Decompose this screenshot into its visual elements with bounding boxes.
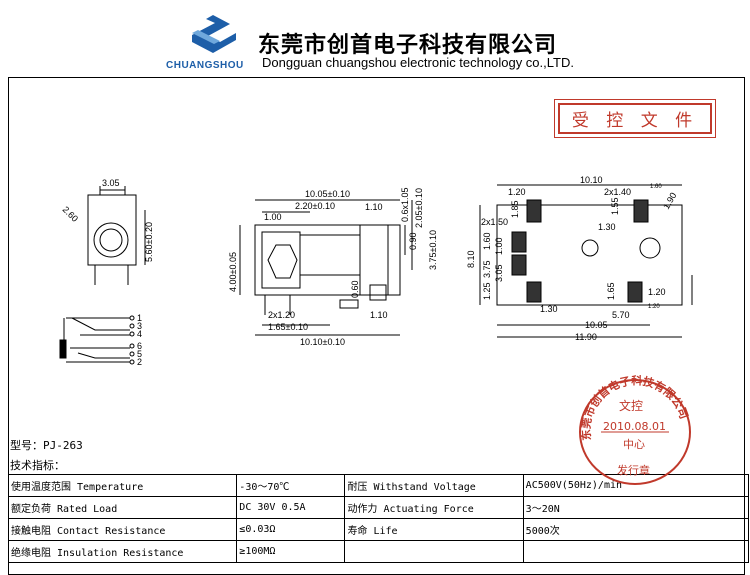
dim-right-h-total: 8.10 [466, 250, 476, 268]
company-logo: CHUANGSHOU [166, 12, 258, 74]
dim-right-b4: 11.90 [575, 332, 597, 342]
spec-title: 技术指标： [10, 459, 65, 472]
seal-date: 2010.08.01 [603, 420, 666, 433]
dim-right-h5: 1.25 [482, 282, 492, 300]
dim-mid-left-h: 4.00±0.05 [228, 252, 238, 292]
spec-value: ≥100MΩ [236, 540, 346, 563]
dim-right-r1: 1.65 [606, 282, 616, 300]
seal-center: 中心 [623, 438, 645, 451]
dim-right-l1: 1.85 [510, 200, 520, 218]
dim-right-d1: 1.90 [661, 191, 678, 211]
spec-key: 使用温度范围 Temperature [7, 474, 238, 497]
seal-bottom: 发行章 [617, 463, 650, 477]
dim-right-h4: 1.00 [494, 237, 504, 255]
dim-right-l3: 2x1.50 [481, 217, 508, 227]
dim-mid-right-a: 0.6x1.05 [400, 187, 410, 222]
company-name-en: Dongguan chuangshou electronic technolog… [262, 55, 574, 70]
company-name-cn: 东莞市创首电子科技有限公司 [258, 33, 558, 58]
spec-value: DC 30V 0.5A [236, 496, 346, 519]
spec-value: -30～70℃ [236, 474, 346, 497]
pin-label: 3 [137, 321, 142, 331]
dim-mid-top-total: 10.05±0.10 [305, 189, 350, 199]
jack-hole [93, 222, 129, 258]
seal-top: 文控 [619, 398, 643, 413]
spec-value: 5000次 [522, 518, 750, 541]
spec-key: 寿命 Life [344, 518, 524, 541]
spec-value [522, 540, 750, 563]
dim-right-l2: 1.55 [610, 197, 620, 215]
spec-key: 接触电阻 Contact Resistance [7, 518, 238, 541]
dim-right-b3: 10.05 [585, 320, 608, 330]
controlled-document-stamp: 受 控 文 件 [554, 99, 716, 138]
dim-right-top-total: 10.10 [580, 175, 603, 185]
dim-right-b2: 5.70 [612, 310, 630, 320]
dim-right-h3: 1.60 [482, 232, 492, 250]
spec-key: 额定负荷 Rated Load [7, 496, 238, 519]
dim-mid-top-a: 1.00 [264, 212, 282, 222]
spec-key: 动作力 Actuating Force [344, 496, 524, 519]
spec-key: 耐压 Withstand Voltage [344, 474, 524, 497]
dim-mid-bot-a: 2x1.20 [268, 310, 295, 320]
dim-mid-bot-total: 10.10±0.10 [300, 337, 345, 347]
dim-right-r2: 1.20 [648, 287, 666, 297]
dim-right-h2: 3.05 [494, 264, 504, 282]
dim-right-t3: 1.60 [650, 184, 662, 190]
dim-right-h1: 3.75 [482, 260, 492, 278]
spec-key [344, 540, 524, 563]
dim-right-r3: 1.20 [648, 304, 660, 310]
dim-mid-right-b: 2.05±0.10 [414, 188, 424, 228]
dim-mid-top-b: 1.10 [365, 202, 383, 212]
dim-right-d2: 1.30 [598, 222, 616, 232]
stamp-label: 受 控 文 件 [571, 111, 699, 131]
front-view-body [87, 194, 137, 266]
table-row: 使用温度范围 Temperature -30～70℃ 耐压 Withstand … [7, 474, 750, 497]
issuance-seal: 东莞市创首电子科技有限公司 文控 2010.08.01 中心 发行章 [579, 373, 691, 485]
spec-value: 3～20N [522, 496, 750, 519]
dim-mid-bot-c: 1.10 [370, 310, 388, 320]
dim-mid-bot-b: 1.65±0.10 [268, 322, 308, 332]
pin-label: 6 [137, 341, 142, 351]
dim-mid-right-d: 0.90 [408, 232, 418, 250]
pin-label: 1 [137, 313, 142, 323]
dim-left-height: 5.60±0.20 [144, 222, 154, 262]
table-row: 接触电阻 Contact Resistance ≤0.03Ω 寿命 Life 5… [7, 518, 750, 541]
spec-key: 绝缘电阻 Insulation Resistance [7, 540, 238, 563]
pin-label: 4 [137, 329, 142, 339]
spec-value: ≤0.03Ω [236, 518, 346, 541]
pin-label: 5 [137, 349, 142, 359]
logo-mark-icon [192, 15, 236, 53]
dim-left-top: 3.05 [102, 178, 120, 188]
model-label: 型号：PJ-263 [10, 439, 83, 452]
dim-mid-right-c: 3.75±0.10 [428, 230, 438, 270]
dim-left-diam: 2.60 [61, 204, 80, 223]
dim-right-t2: 2x1.40 [604, 187, 631, 197]
spec-table: 使用温度范围 Temperature -30～70℃ 耐压 Withstand … [7, 474, 750, 563]
dim-mid-small: 0.60 [350, 280, 360, 298]
dim-right-b1: 1.30 [540, 304, 558, 314]
dim-mid-top-sub: 2.20±0.10 [295, 201, 335, 211]
dim-right-t1: 1.20 [508, 187, 526, 197]
table-row: 绝缘电阻 Insulation Resistance ≥100MΩ [7, 540, 750, 563]
pin-label: 2 [137, 357, 142, 367]
technical-drawing: 3.05 2.60 5.60±0.20 1 3 4 6 5 2 10.05±0.… [59, 175, 693, 367]
logo-text: CHUANGSHOU [166, 60, 244, 71]
table-row: 额定负荷 Rated Load DC 30V 0.5A 动作力 Actuatin… [7, 496, 750, 519]
